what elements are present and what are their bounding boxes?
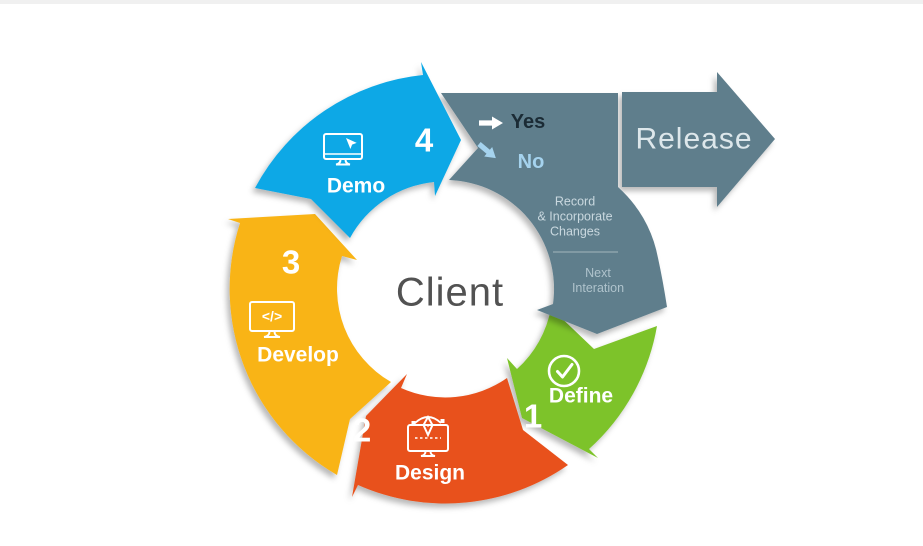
monitor-stand — [420, 451, 436, 457]
release-label: Release — [635, 122, 753, 156]
release-arrow — [622, 72, 775, 207]
client-label: Client — [395, 270, 505, 315]
monitor-screen — [323, 133, 363, 160]
develop-arrow — [228, 214, 391, 475]
monitor-cursor-icon — [323, 133, 363, 166]
step-3-number: 3 — [281, 243, 301, 281]
define-arrow — [507, 308, 657, 458]
step-2-number: 2 — [352, 411, 372, 449]
cursor-pointer — [346, 138, 357, 149]
anchor-point-right — [440, 419, 445, 423]
check-circle-icon — [547, 354, 581, 388]
demo-arrow — [255, 62, 461, 238]
pen-nib-hole — [426, 424, 430, 427]
step-2-label-design: Design — [394, 461, 466, 485]
monitor-stand — [263, 331, 281, 338]
no-label: No — [517, 151, 545, 174]
step-3-label-develop: Develop — [257, 343, 339, 367]
monitor-pen-tool-icon — [407, 414, 449, 457]
yes-arrow-icon — [479, 116, 503, 130]
top-border-bar — [0, 0, 923, 4]
yes-label: Yes — [510, 111, 546, 134]
monitor-code-icon: </> — [249, 301, 295, 338]
pen-nib — [422, 414, 434, 438]
next-iteration-note: Next Interation — [571, 266, 625, 295]
monitor-screen — [249, 301, 295, 332]
check-mark — [556, 363, 574, 379]
monitor-stand — [335, 159, 351, 166]
record-incorporate-note: Record & Incorporate Changes — [537, 194, 613, 239]
decision-panel — [441, 72, 775, 334]
step-1-label-define: Define — [548, 384, 614, 408]
design-arrow — [352, 374, 568, 504]
decision-blob-shape — [441, 93, 667, 334]
step-4-label-demo: Demo — [326, 174, 386, 198]
check-circle-ring — [547, 354, 581, 388]
no-arrow-icon — [477, 142, 496, 159]
step-1-number: 1 — [523, 397, 543, 435]
anchor-point-left — [411, 421, 416, 425]
code-glyph: </> — [262, 308, 282, 324]
step-4-number: 4 — [414, 121, 434, 159]
